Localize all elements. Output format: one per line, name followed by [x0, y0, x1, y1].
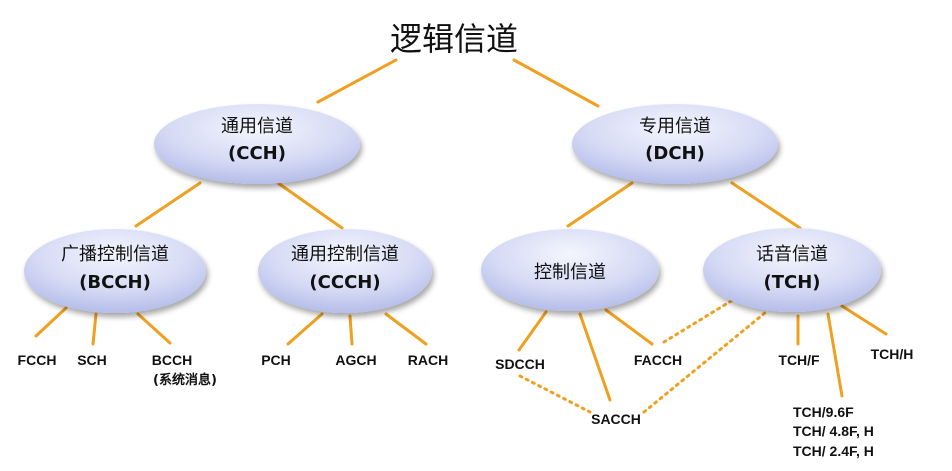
node-control-shape	[481, 229, 659, 311]
leaf-tch-f: TCH/F	[778, 352, 820, 368]
edge-dch-tch	[730, 181, 802, 230]
edge-ccch-rach	[384, 312, 428, 346]
leaf-facch: FACCH	[634, 352, 682, 368]
leaf-agch: AGCH	[335, 352, 376, 368]
dotted-edge-sdcch-sacch	[518, 374, 592, 414]
leaf-sch: SCH	[77, 352, 107, 368]
leaf-tch-rate-3: TCH/ 2.4F, H	[793, 443, 874, 459]
node-ccch-shape	[258, 229, 432, 313]
edge-ctrl-sacch	[578, 312, 612, 402]
node-bcch-shape	[24, 229, 206, 313]
leaf-rach: RACH	[408, 352, 448, 368]
leaf-tch-rate-2: TCH/ 4.8F, H	[793, 423, 874, 439]
edge-bcch-fcch	[34, 306, 68, 338]
node-tch: 话音信道 (TCH)	[703, 228, 881, 312]
edge-tch-tchh	[840, 304, 888, 336]
edge-tch-rates	[826, 312, 844, 398]
node-cch: 通用信道 (CCH)	[154, 104, 360, 184]
node-tch-shape	[703, 228, 881, 312]
leaf-sacch: SACCH	[591, 411, 641, 427]
node-ccch: 通用控制信道 (CCCH)	[258, 229, 432, 313]
node-ccch-abbr: (CCCH)	[309, 272, 380, 293]
leaf-bcch-note: (系统消息)	[153, 372, 217, 388]
leaf-tch-rate-1: TCH/9.6F	[793, 404, 854, 420]
leaf-fcch: FCCH	[18, 352, 57, 368]
node-tch-abbr: (TCH)	[763, 272, 820, 293]
node-cch-label: 通用信道	[221, 116, 293, 137]
edge-title-dch	[512, 58, 600, 108]
leaf-sdcch: SDCCH	[495, 356, 545, 372]
leaf-labels: FCCH SCH BCCH (系统消息) PCH AGCH RACH SDCCH…	[18, 346, 914, 459]
node-dch-abbr: (DCH)	[645, 143, 705, 164]
edge-ctrl-facch	[604, 308, 654, 346]
node-bcch-abbr: (BCCH)	[79, 272, 151, 293]
node-cch-shape	[154, 104, 360, 184]
edge-ccch-pch	[286, 312, 324, 346]
leaf-tch-h: TCH/H	[871, 346, 914, 362]
edge-dch-ctrl	[566, 181, 634, 228]
edge-cch-ccch	[276, 181, 344, 230]
connector-lines	[34, 58, 888, 414]
leaf-pch: PCH	[261, 352, 291, 368]
node-dch-label: 专用信道	[639, 116, 711, 137]
node-tch-label: 话音信道	[756, 244, 828, 265]
edge-ccch-agch	[348, 314, 354, 346]
edge-ctrl-sdcch	[517, 310, 548, 352]
node-control: 控制信道	[481, 229, 659, 311]
edge-cch-bcch	[134, 181, 202, 228]
node-cch-abbr: (CCH)	[228, 143, 286, 164]
node-control-label: 控制信道	[534, 262, 606, 283]
node-bcch: 广播控制信道 (BCCH)	[24, 229, 206, 313]
edge-bcch-sch	[91, 312, 98, 346]
edge-bcch-bcch	[136, 312, 172, 345]
node-ccch-label: 通用控制信道	[291, 244, 399, 265]
node-bcch-label: 广播控制信道	[61, 244, 169, 265]
diagram-title: 逻辑信道	[390, 20, 518, 58]
leaf-bcch: BCCH	[152, 352, 192, 368]
dotted-edge-facch-tch	[662, 296, 738, 344]
node-dch: 专用信道 (DCH)	[572, 104, 778, 184]
node-dch-shape	[572, 104, 778, 184]
dotted-edge-sacch-tch	[642, 310, 768, 414]
edge-title-cch	[316, 58, 398, 104]
